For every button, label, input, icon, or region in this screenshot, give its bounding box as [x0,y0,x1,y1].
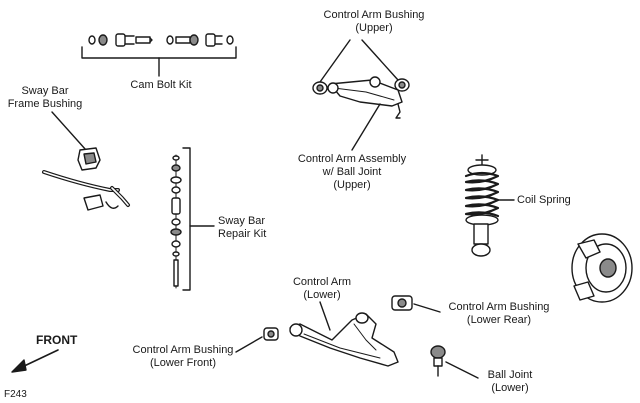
upper-control-arm [329,79,403,107]
sway-bar-repair-kit-line1: Sway Bar [218,215,266,227]
front-direction-arrow [11,349,59,373]
sway-bar-bushing-label: Sway Bar Frame Bushing [6,85,84,111]
sway-bar-frame-bushing-parts [51,111,101,171]
upper-assembly-line1: Control Arm Assembly [297,153,407,165]
lower-front-bushing-line2: (Lower Front) [149,357,217,369]
lower-ball-joint-line1: Ball Joint [487,369,533,381]
cam-bolt-kit-text: Cam Bolt Kit [130,79,192,91]
front-text: FRONT [36,333,78,347]
lower-arm-line1: Control Arm [292,276,352,288]
lower-arm-line2: (Lower) [303,289,341,301]
lower-rear-leader [413,303,441,313]
upper-assembly-line3: (Upper) [333,179,371,191]
upper-bushing-line2: (Upper) [355,22,393,34]
cam-bolt-kit-parts [81,33,237,77]
lower-front-bushing-label: Control Arm Bushing (Lower Front) [126,344,240,370]
sway-bushing-leader [51,111,87,151]
front-label: FRONT [36,334,77,347]
lower-rear-bushing-line2: (Lower Rear) [466,314,532,326]
steering-knuckle-rotor [571,233,633,303]
sway-bar-repair-kit-parts [170,147,215,291]
lower-rear-bushing-parts [391,295,441,313]
lower-rear-bushing-line1: Control Arm Bushing [448,301,550,313]
figure-id-text: F243 [4,389,27,400]
sway-bar-bushing-line2: Frame Bushing [7,98,83,110]
lower-arm-label: Control Arm (Lower) [286,276,358,302]
lower-front-bushing-line1: Control Arm Bushing [132,344,234,356]
upper-assembly-leader [351,103,381,151]
cam-bolt-kit-bracket [81,46,237,59]
coil-spring-text: Coil Spring [517,194,571,206]
sway-kit-bracket [182,147,191,291]
upper-control-arm-parts [312,39,410,151]
lower-ball-joint-parts [430,345,479,379]
upper-assembly-line2: w/ Ball Joint [322,166,382,178]
lower-ball-joint [430,345,446,359]
lower-front-bushing-parts [235,327,279,353]
lower-front-leader [235,336,263,353]
upper-bushing-label: Control Arm Bushing (Upper) [316,9,432,35]
upper-bushing-line1: Control Arm Bushing [323,9,425,21]
coil-spring-label: Coil Spring [517,194,571,207]
coil-spring [464,171,500,218]
sway-bar-repair-kit-line2: Repair Kit [218,228,267,240]
lower-arm-leader [319,301,331,331]
upper-assembly-label: Control Arm Assembly w/ Ball Joint (Uppe… [290,153,414,192]
lower-ball-joint-line2: (Lower) [491,382,529,394]
lower-control-arm-parts [289,301,399,367]
lower-rear-bushing-label: Control Arm Bushing (Lower Rear) [440,301,558,327]
upper-bushing-leader-left [319,39,351,83]
sway-bar-repair-kit-label: Sway Bar Repair Kit [218,215,266,241]
sway-bar [42,170,130,211]
sway-bar-bushing-line1: Sway Bar [21,85,69,97]
lower-ball-joint-label: Ball Joint (Lower) [478,369,542,395]
coil-spring-assembly [464,154,515,257]
figure-id: F243 [4,388,27,401]
upper-bushing-leader-right [361,39,399,81]
lower-control-arm [289,313,399,367]
ball-joint-leader [445,361,479,379]
cam-bolt-kit-label: Cam Bolt Kit [120,79,202,92]
